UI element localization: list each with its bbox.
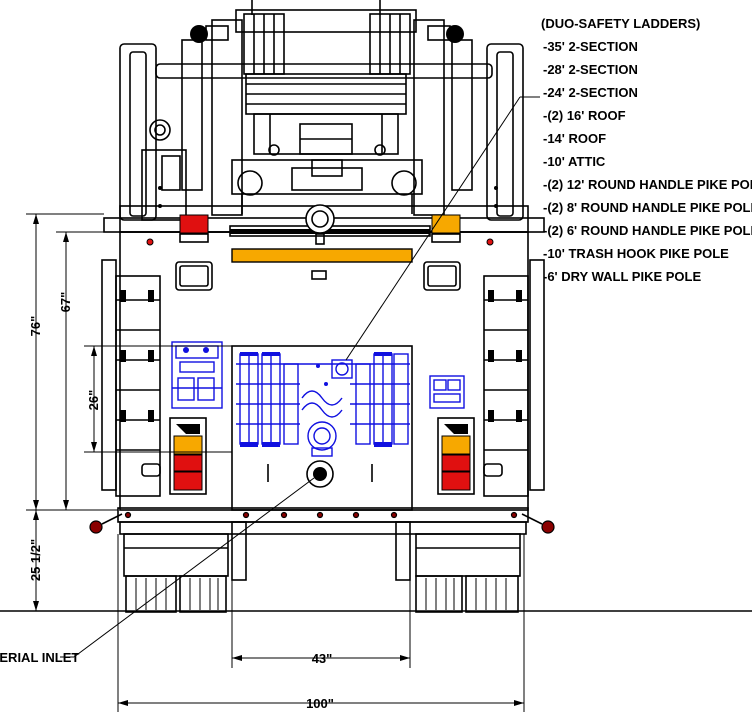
side-step-ladders <box>101 259 545 497</box>
ladder-list-item: -(2) 16' ROOF <box>543 108 626 123</box>
dimension-label-body-height: 67" <box>58 292 73 313</box>
dimension-lines <box>26 213 525 712</box>
ladder-list-item: -35' 2-SECTION <box>543 39 638 54</box>
dimension-label-frame-width: 43" <box>312 651 333 666</box>
ladder-list-item: -24' 2-SECTION <box>543 85 638 100</box>
leader-lines <box>60 96 540 658</box>
upper-hand-rails <box>119 39 524 221</box>
ladder-list-item: -(2) 8' ROUND HANDLE PIKE POLES <box>543 200 752 215</box>
dimension-label-ground-clearance: 25 1/2" <box>28 539 43 581</box>
ladder-list-item: -6' DRY WALL PIKE POLE <box>543 269 701 284</box>
aerial-ladder-tower <box>190 0 464 216</box>
dimension-label-overall-height: 76" <box>28 316 43 337</box>
ladder-list-item: -14' ROOF <box>543 131 606 146</box>
ladder-list-header: (DUO-SAFETY LADDERS) <box>541 16 700 31</box>
ladder-list-item: -10' ATTIC <box>543 154 606 169</box>
bumper-and-wheels <box>0 507 752 613</box>
dimension-label-compartment-height: 26" <box>86 390 101 411</box>
dimension-label-overall-width: 100" <box>306 696 334 711</box>
ladder-list-item: -28' 2-SECTION <box>543 62 638 77</box>
ladder-list-item: -10' TRASH HOOK PIKE POLE <box>543 246 729 261</box>
ladder-list-item: -(2) 6' ROUND HANDLE PIKE POLES <box>543 223 752 238</box>
stored-equipment-outline <box>171 341 465 457</box>
ladder-list-item: -(2) 12' ROUND HANDLE PIKE POLES <box>543 177 752 192</box>
ladder-list: (DUO-SAFETY LADDERS) -35' 2-SECTION -28'… <box>541 16 752 284</box>
aerial-inlet-label: AERIAL INLET <box>0 650 79 665</box>
rear-body <box>103 204 545 511</box>
